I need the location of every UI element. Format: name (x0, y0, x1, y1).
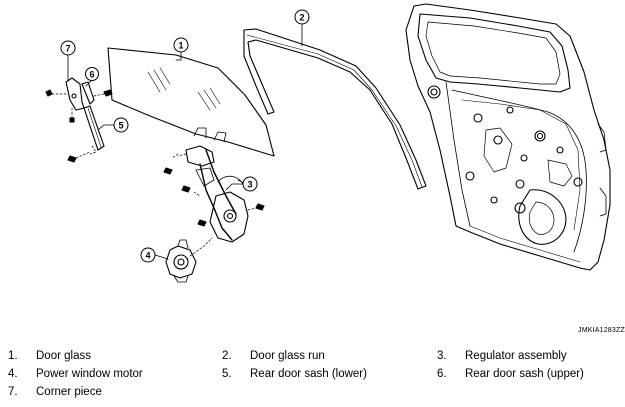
rear-door-sash-upper (81, 81, 113, 105)
legend-label: Regulator assembly (465, 350, 567, 362)
callout-2: 2 (294, 9, 310, 25)
legend-label: Rear door sash (upper) (465, 368, 584, 380)
legend-number: 1. (8, 350, 18, 362)
callout-6: 6 (85, 67, 99, 81)
rear-door-panel (405, 3, 611, 271)
legend-number: 3. (437, 350, 447, 362)
legend-label: Power window motor (36, 368, 143, 380)
legend-label: Rear door sash (lower) (250, 368, 367, 380)
callout-3-label: 3 (247, 180, 252, 190)
legend-number: 4. (8, 368, 18, 380)
leader-lines (67, 23, 303, 260)
rear-door-sash-lower (67, 105, 105, 163)
callout-6-label: 6 (89, 70, 94, 80)
legend-label: Door glass run (250, 350, 325, 362)
callout-2-label: 2 (299, 13, 304, 23)
callout-4-label: 4 (145, 251, 150, 261)
callout-4: 4 (140, 247, 156, 263)
legend-label: Door glass (36, 350, 91, 362)
power-window-motor (165, 237, 213, 283)
callout-5: 5 (113, 117, 129, 133)
corner-piece (45, 77, 85, 123)
regulator-assembly (163, 145, 265, 243)
figure-code: JMKIA1283ZZ (578, 327, 625, 334)
callout-1: 1 (173, 37, 189, 53)
callout-7-label: 7 (65, 44, 70, 54)
legend-number: 5. (222, 368, 232, 380)
callout-5-label: 5 (118, 121, 123, 131)
callout-3: 3 (242, 176, 258, 192)
callout-7: 7 (60, 40, 76, 56)
door-glass (107, 47, 275, 157)
legend-number: 6. (437, 368, 447, 380)
legend-label: Corner piece (36, 386, 102, 398)
legend-number: 2. (222, 350, 232, 362)
legend-number: 7. (8, 386, 18, 398)
door-glass-run (243, 28, 427, 190)
exploded-parts-diagram: 1 2 3 4 5 6 7 (45, 3, 611, 283)
callout-1-label: 1 (178, 41, 183, 51)
